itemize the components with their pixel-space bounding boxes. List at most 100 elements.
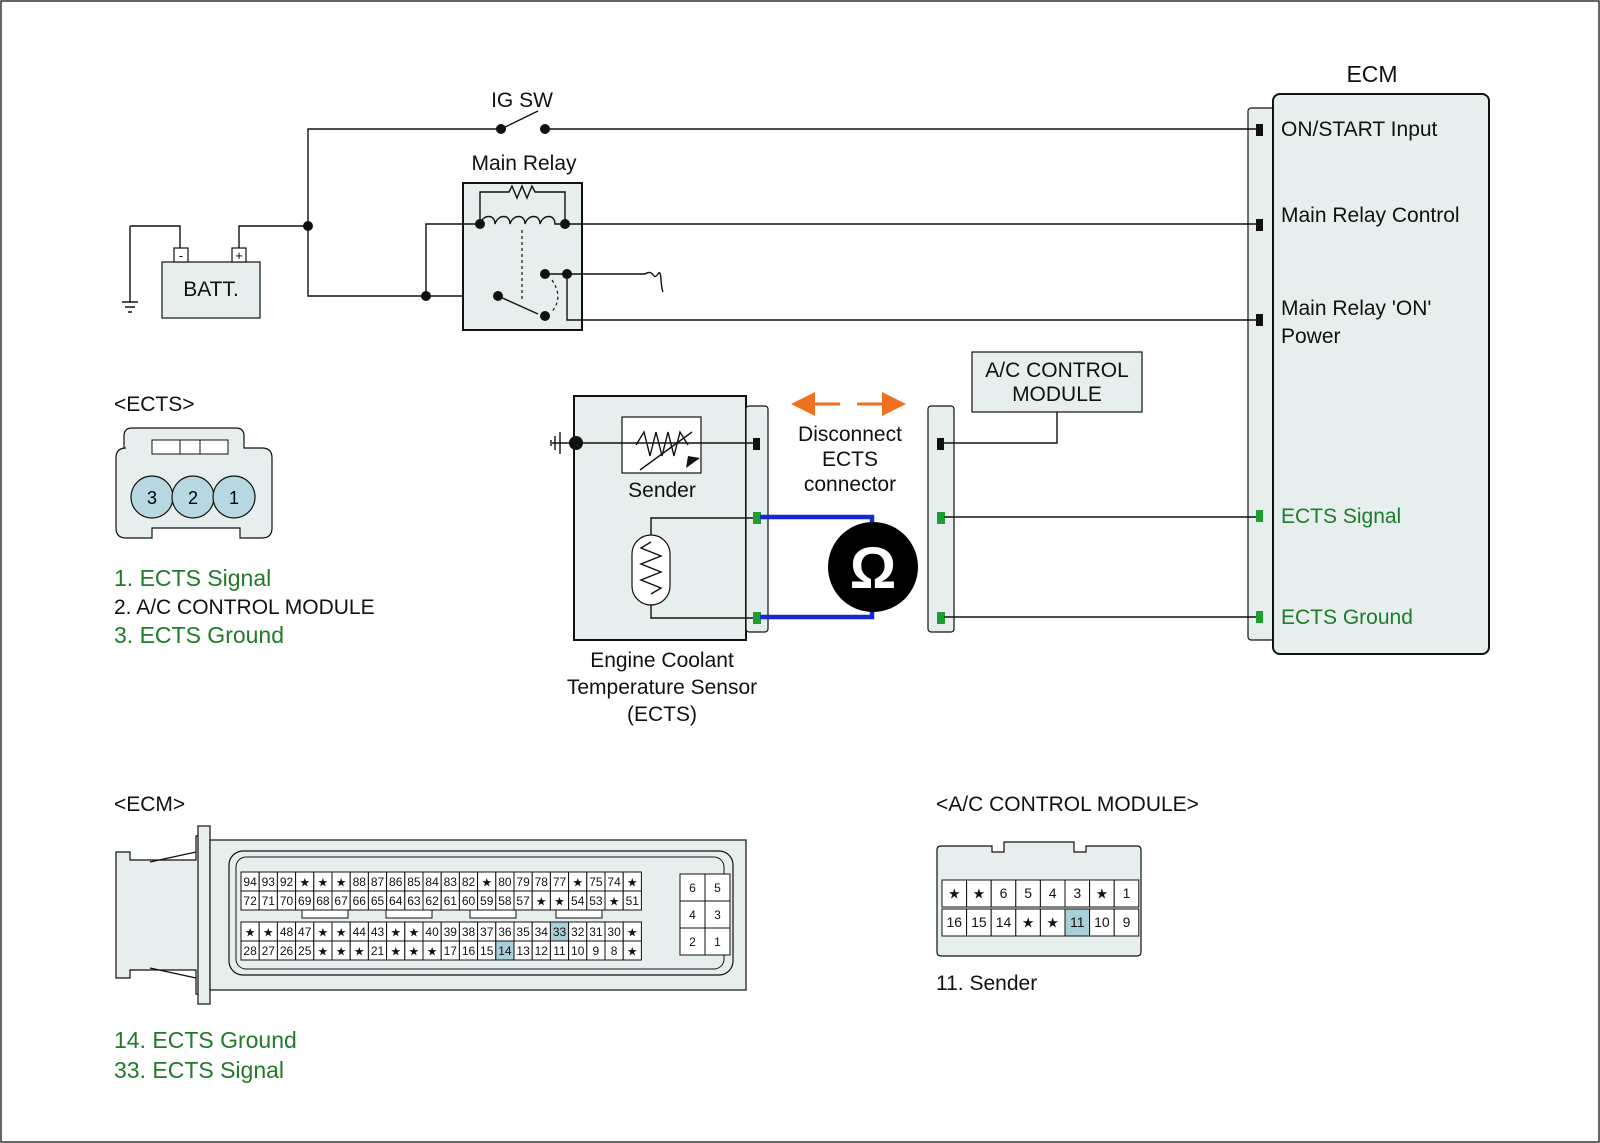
ac-module-wire <box>944 412 1058 444</box>
ecm-pin-main-relay-power: Power <box>1281 325 1341 348</box>
ecm-pin-row3-16: 34 <box>535 925 549 939</box>
ecm-key-bar <box>385 909 433 919</box>
ecm-aux-pin-1-1: 3 <box>714 908 721 922</box>
ecm-pin-row1-0: 94 <box>243 875 257 889</box>
ecm-pin-on-start: ON/START Input <box>1281 118 1438 141</box>
ecm-pin-row1-15: 79 <box>516 875 530 889</box>
ecm-pin-row1-19: 75 <box>589 875 603 889</box>
ecm-pin-row3-0: ★ <box>245 926 256 940</box>
thermistor-body <box>631 534 671 606</box>
ac-pin-row2-2-cell <box>990 908 1017 937</box>
disconnect-label-1: Disconnect <box>798 423 902 446</box>
relay-switch-blade <box>497 295 539 315</box>
ecm-pin-row3-20: 30 <box>607 925 621 939</box>
ac-pin-row2-6: 10 <box>1094 914 1110 930</box>
ecm-pin-row4-0: 28 <box>243 944 257 958</box>
relay-contact-nc <box>540 311 550 321</box>
sender-label: Sender <box>628 479 696 502</box>
ecm-legend-33: 33. ECTS Signal <box>114 1057 284 1083</box>
ecm-terminal-main-relay-control <box>1256 219 1263 231</box>
ac-pin-row1-4-cell <box>1039 879 1066 908</box>
ecm-pin-row4-2: 26 <box>280 944 294 958</box>
ecm-pin-row1-20: 74 <box>607 875 621 889</box>
ecm-pin-row3-12: 38 <box>462 925 476 939</box>
ects-connector-lock-ribs <box>179 440 201 454</box>
ecm-box <box>1272 93 1490 655</box>
ecm-pin-row2-21: 51 <box>626 894 640 908</box>
ac-module-label-2: MODULE <box>1012 383 1102 406</box>
ecm-pin-row3-21: ★ <box>627 926 638 940</box>
ecm-pin-main-relay-control: Main Relay Control <box>1281 204 1460 227</box>
ig-feed-wire <box>307 128 501 226</box>
ects-pin-1 <box>212 475 256 519</box>
ecm-aux-pin-2-0: 2 <box>689 935 696 949</box>
ecm-pin-row3-15: 35 <box>516 925 530 939</box>
ecm-pin-row1-1: 93 <box>262 875 276 889</box>
main-relay-box <box>462 182 583 331</box>
ects-ground-terminal <box>753 612 761 624</box>
thermistor-resistor <box>639 541 663 595</box>
ecm-pin-row2-7: 65 <box>371 894 385 908</box>
ecm-aux-pin-0-0: 6 <box>689 881 696 895</box>
ects-sensor-label-1: Engine Coolant <box>590 649 734 672</box>
ecm-pin-row4-17: 11 <box>553 944 566 958</box>
ecm-pin-row2-12: 60 <box>462 894 476 908</box>
ecm-pin-row2-17: ★ <box>554 895 565 909</box>
main-relay-label: Main Relay <box>471 152 577 175</box>
sender-variable-line <box>639 431 693 471</box>
ecm-pin-row4-15: 13 <box>516 944 530 958</box>
ecm-pin-row3-2: 48 <box>280 925 294 939</box>
ecm-aux-pin-0-1-cell <box>704 873 731 902</box>
ects-pin-3-label: 3 <box>147 488 157 508</box>
ac-pin-row2-4: ★ <box>1046 915 1059 931</box>
ecm-pin-row4-3: 25 <box>298 944 312 958</box>
battery-plus-sign: + <box>235 248 243 263</box>
ac-pin-row1-1: ★ <box>973 886 986 902</box>
ecm-aux-pin-1-1-cell <box>704 900 731 929</box>
ecm-pin-row4-16: 12 <box>535 944 549 958</box>
ecm-pin-row4-1: 27 <box>262 944 276 958</box>
ecm-pin-row3-3: 47 <box>298 925 312 939</box>
ac-pin-row1-3-cell <box>1015 879 1041 908</box>
ohmmeter-icon <box>828 522 918 612</box>
ecm-pin-row4-12: 16 <box>462 944 476 958</box>
ecm-plug-ribs <box>149 851 197 979</box>
ects-sensor-group: Sender Engine Coolant Temperature Sensor… <box>550 395 769 726</box>
ground-wire <box>130 225 181 250</box>
relay-output-wire <box>545 271 664 293</box>
ecm-pin-main-relay-on: Main Relay 'ON' <box>1281 297 1431 320</box>
ac-pin-row1-4: 4 <box>1049 885 1057 901</box>
ects-pin-2-label: 2 <box>188 488 198 508</box>
ecm-pin-row4-20: 8 <box>611 944 618 958</box>
ac-pin-row2-1: 15 <box>971 914 987 930</box>
ac-pin-row1-0: ★ <box>948 886 961 902</box>
ac-module-label-1: A/C CONTROL <box>985 359 1129 382</box>
harness-signal-terminal <box>937 512 945 524</box>
ecm-pin-row4-13: 15 <box>480 944 494 958</box>
ecm-terminal-ects-ground <box>1256 611 1263 623</box>
ac-pin-row2-7-cell <box>1113 908 1140 937</box>
ecm-key-bar <box>301 909 349 919</box>
harness-group: A/C CONTROL MODULE <box>927 351 1256 633</box>
ecm-aux-pin-0-1: 5 <box>714 881 721 895</box>
ecm-pin-row2-16: ★ <box>536 895 547 909</box>
ecm-pin-row4-7: 21 <box>371 944 385 958</box>
sender-arrow-icon <box>686 456 700 468</box>
ac-pin-row1-2: 6 <box>1000 885 1008 901</box>
ecm-pin-row3-14: 36 <box>498 925 512 939</box>
battery-positive-wire <box>238 225 308 248</box>
ecm-pin-row2-13: 59 <box>480 894 494 908</box>
sender-terminal <box>753 438 760 450</box>
ects-sensor-label-2: Temperature Sensor <box>567 676 757 699</box>
ecm-aux-pin-0-0-cell <box>679 873 706 902</box>
ecm-terminal-main-relay-on <box>1256 314 1263 326</box>
ecm-pin-ects-ground: ECTS Ground <box>1281 606 1413 629</box>
ecm-pin-row2-10: 62 <box>425 894 439 908</box>
ecm-pin-row2-19: 53 <box>589 894 603 908</box>
ac-pin-row1-3: 5 <box>1024 885 1032 901</box>
ecm-pin-row1-4: ★ <box>318 876 329 890</box>
relay-resistor <box>479 184 566 224</box>
ecm-pin-row2-18: 54 <box>571 894 585 908</box>
